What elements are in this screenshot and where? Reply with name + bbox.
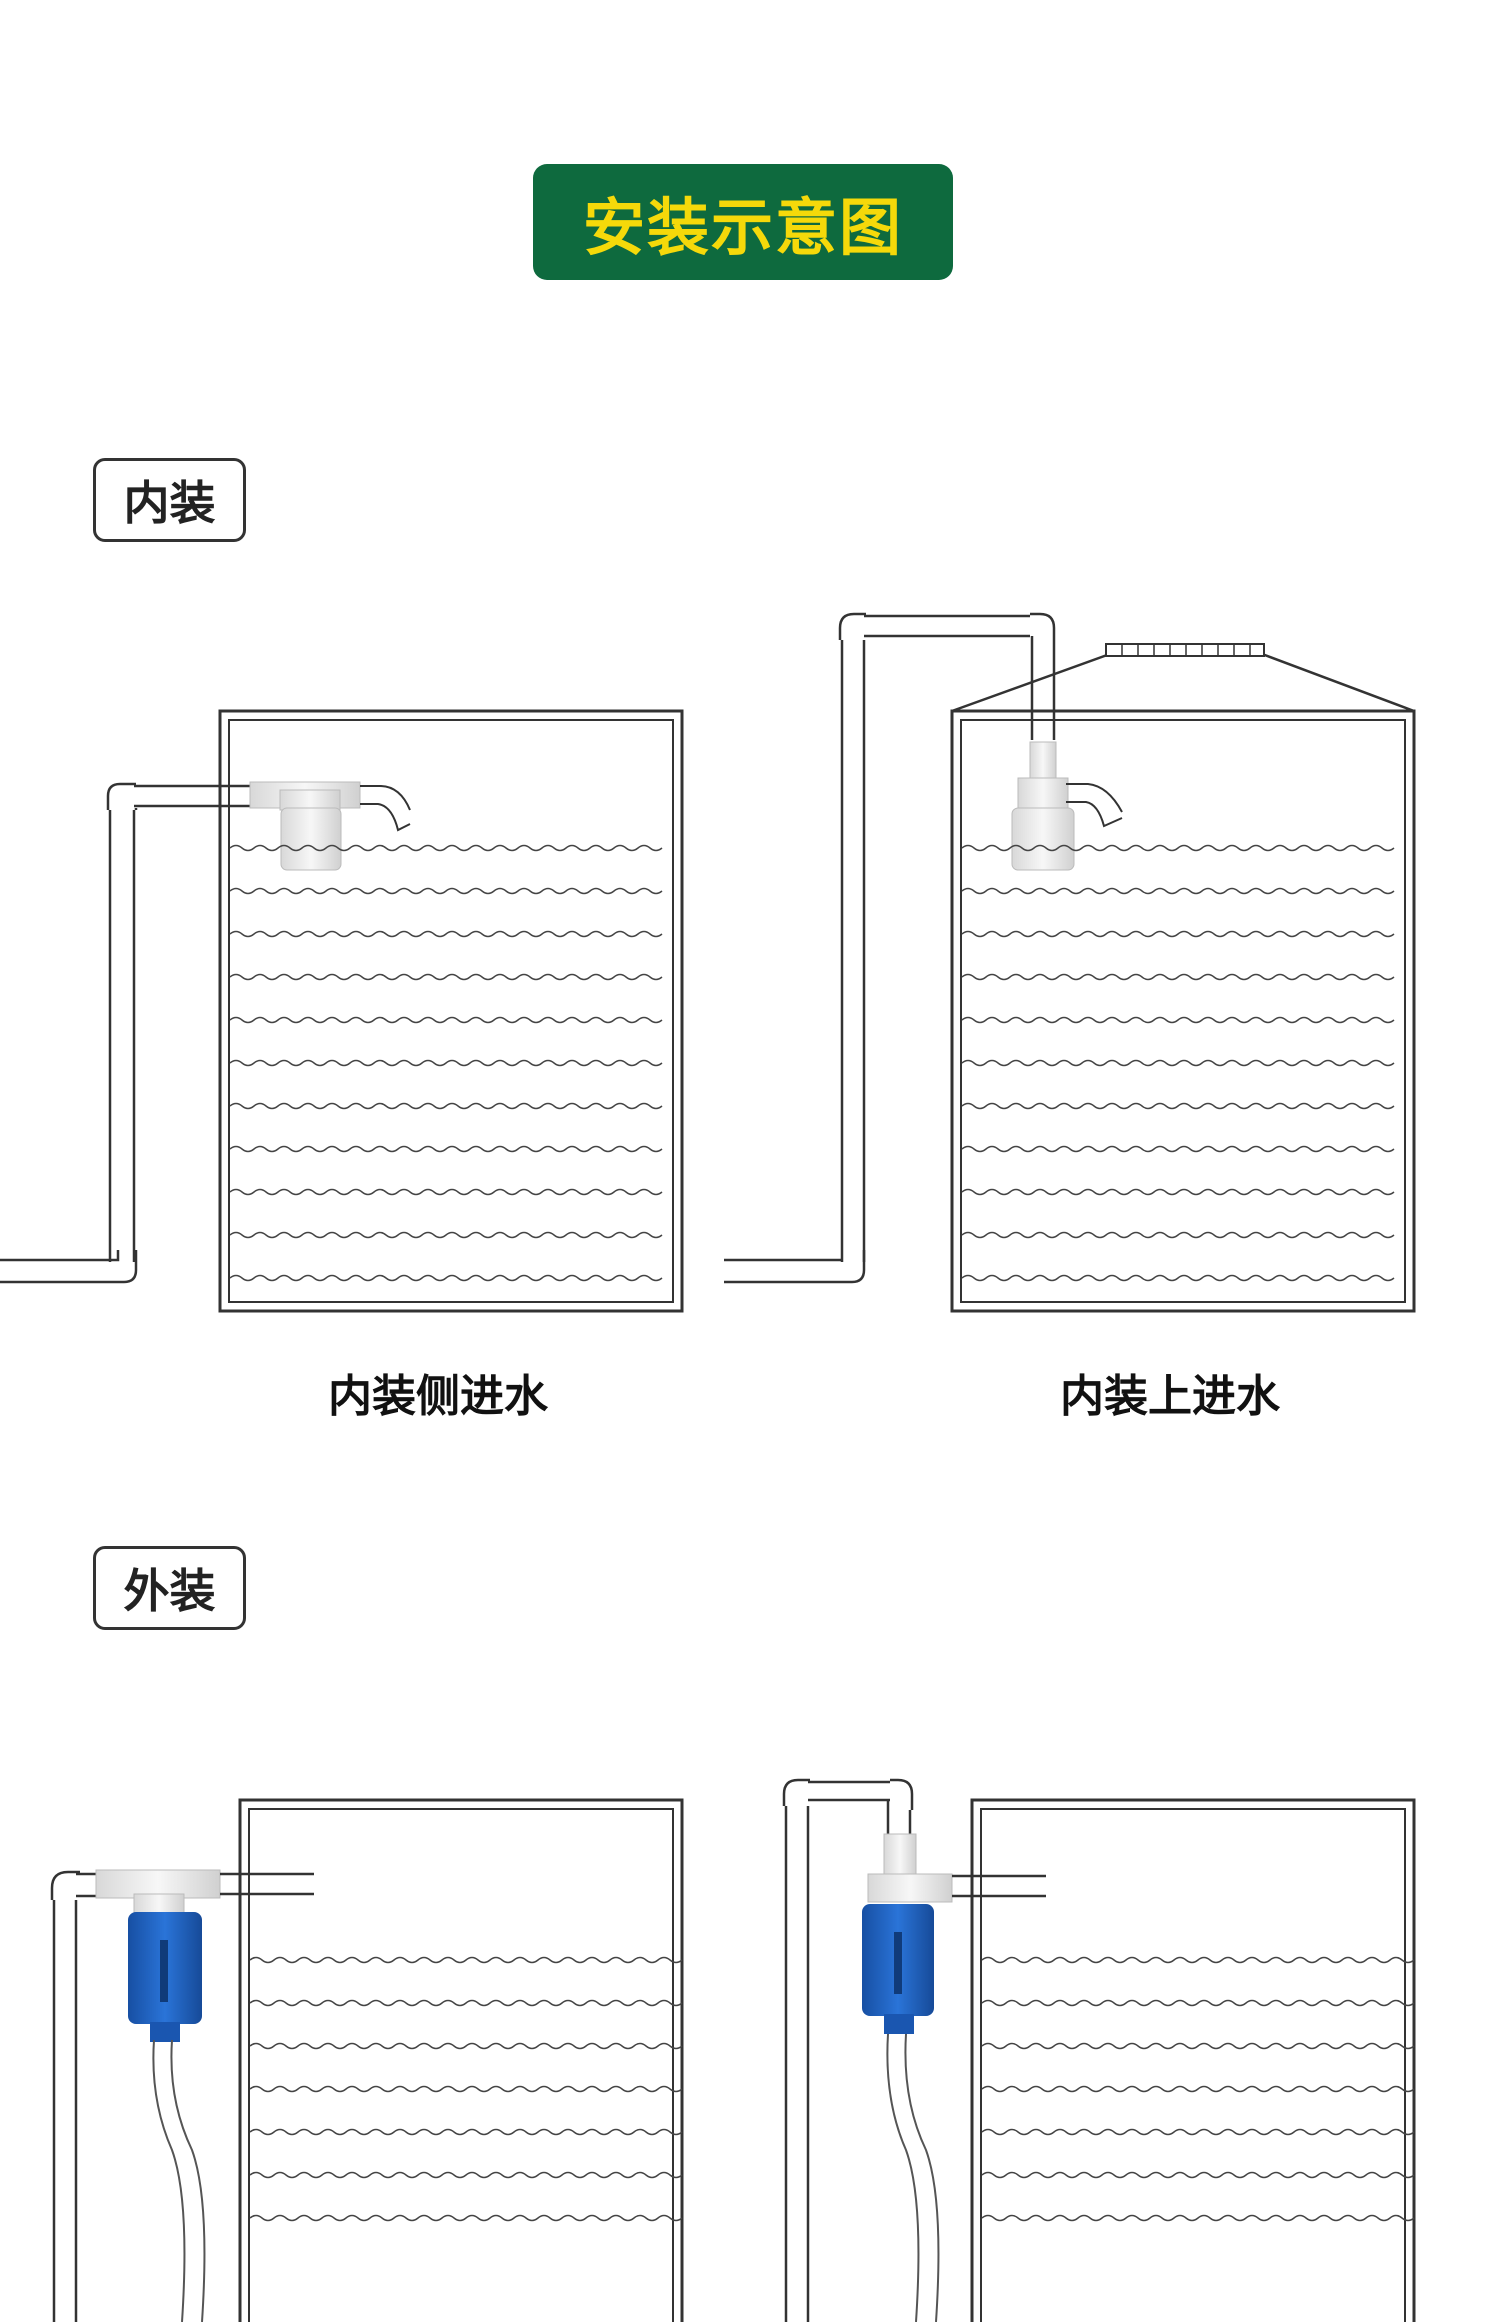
diagram-internal-side-inlet xyxy=(0,709,684,1313)
caption-internal-top-inlet: 内装上进水 xyxy=(1060,1371,1280,1422)
tank-inner-wall xyxy=(228,719,674,1303)
supply-pipe xyxy=(724,1258,840,1284)
outlet-spout xyxy=(360,785,411,832)
outlet-spout xyxy=(1066,783,1123,828)
title-banner: 安装示意图 xyxy=(533,164,953,280)
tank-inner-wall xyxy=(960,719,1406,1303)
riser-pipe xyxy=(840,640,866,1262)
section-tag-external: 外装 xyxy=(93,1546,246,1630)
diagram-external-top xyxy=(782,1778,1416,2322)
tank-outline xyxy=(218,709,684,1313)
hose xyxy=(152,2039,186,2322)
riser-pipe xyxy=(108,810,136,1262)
supply-pipe xyxy=(0,1258,108,1284)
water-waves xyxy=(961,844,1395,1282)
section-tag-external-label: 外装 xyxy=(123,1564,216,1618)
roof-vent xyxy=(1105,643,1265,657)
water-waves xyxy=(249,1956,683,2222)
pipe-elbow xyxy=(108,1250,138,1284)
drop-pipe xyxy=(1030,636,1056,740)
riser-pipe xyxy=(52,1900,78,2322)
tank-inner-wall xyxy=(980,1808,1406,2322)
tank-outline xyxy=(950,709,1416,1313)
float-valve xyxy=(1011,807,1075,871)
overhead-pipe xyxy=(864,614,1030,638)
float-valve xyxy=(280,807,342,871)
tank-outline xyxy=(970,1798,1416,2322)
diagram-external-side xyxy=(50,1798,684,2322)
tank-inlet-pipe xyxy=(952,1874,1046,1898)
overhead-pipe xyxy=(808,1780,890,1802)
inlet-pipe xyxy=(134,784,260,808)
tank-outline xyxy=(238,1798,684,2322)
riser-pipe xyxy=(784,1806,810,2322)
page-title: 安装示意图 xyxy=(582,191,903,264)
tank-inlet-pipe xyxy=(220,1872,314,1896)
water-waves xyxy=(229,844,663,1282)
water-waves xyxy=(981,1956,1415,2222)
section-tag-internal: 内装 xyxy=(93,458,246,542)
diagram-internal-top-inlet xyxy=(724,612,1416,1313)
caption-internal-side-inlet: 内装侧进水 xyxy=(328,1371,548,1422)
hose xyxy=(886,2033,920,2322)
tank-inner-wall xyxy=(248,1808,674,2322)
tank-roof xyxy=(951,652,1415,713)
section-tag-internal-label: 内装 xyxy=(123,476,216,530)
